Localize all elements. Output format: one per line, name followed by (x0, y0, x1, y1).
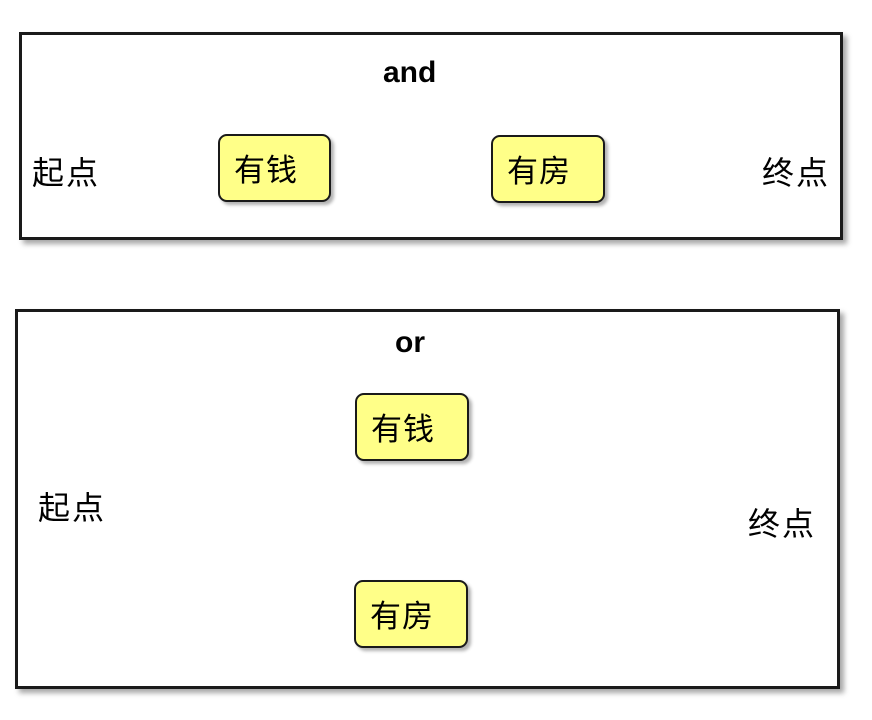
and-start-label: 起点 (32, 154, 101, 192)
or-node-money: 有钱 (355, 393, 469, 461)
and-node-money: 有钱 (218, 134, 331, 202)
and-diagram-panel (19, 32, 843, 240)
and-title: and (383, 56, 437, 89)
or-start-label: 起点 (38, 489, 107, 527)
or-title: or (395, 326, 425, 359)
or-node-house: 有房 (354, 580, 468, 648)
and-node-house: 有房 (491, 135, 605, 203)
and-end-label: 终点 (762, 154, 831, 192)
or-end-label: 终点 (748, 505, 817, 543)
